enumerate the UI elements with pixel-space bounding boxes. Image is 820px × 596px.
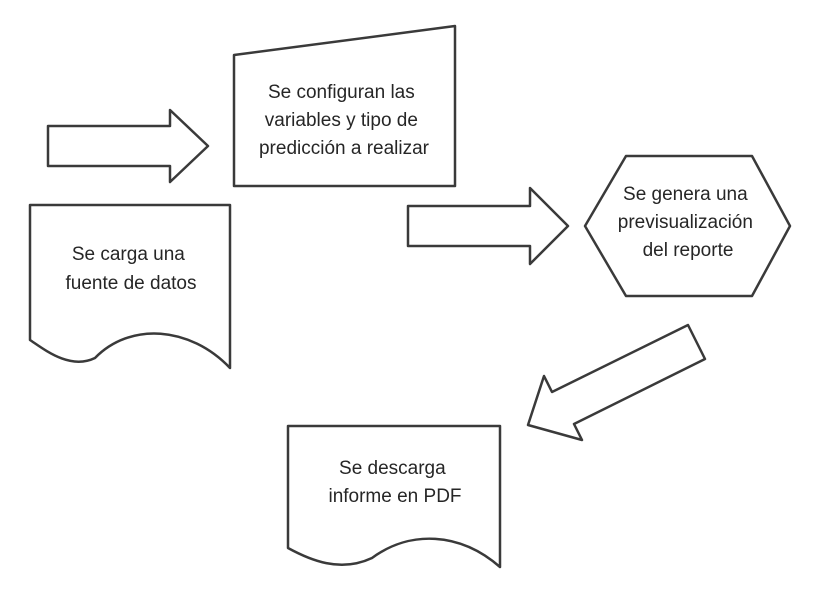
node-configure-label: Se configuran las variables y tipo de pr… — [259, 82, 430, 159]
node-download: Se descarga informe en PDF — [286, 424, 502, 569]
document-shape — [286, 424, 502, 569]
node-configure: Se configuran las variables y tipo de pr… — [232, 24, 457, 188]
manual-input-shape — [232, 24, 457, 188]
node-load-data-label: Se carga una fuente de datos — [66, 244, 197, 294]
node-download-label: Se descarga informe en PDF — [328, 458, 461, 507]
document-shape — [28, 203, 232, 370]
node-preview: Se genera una previsualización del repor… — [583, 154, 792, 298]
arrow-load-to-configure — [46, 108, 210, 184]
arrow-configure-to-preview — [406, 186, 570, 266]
arrow-preview-to-download — [526, 323, 707, 442]
node-load-data: Se carga una fuente de datos — [28, 203, 232, 370]
hexagon-shape — [583, 154, 792, 298]
node-preview-label: Se genera una previsualización del repor… — [618, 184, 758, 261]
